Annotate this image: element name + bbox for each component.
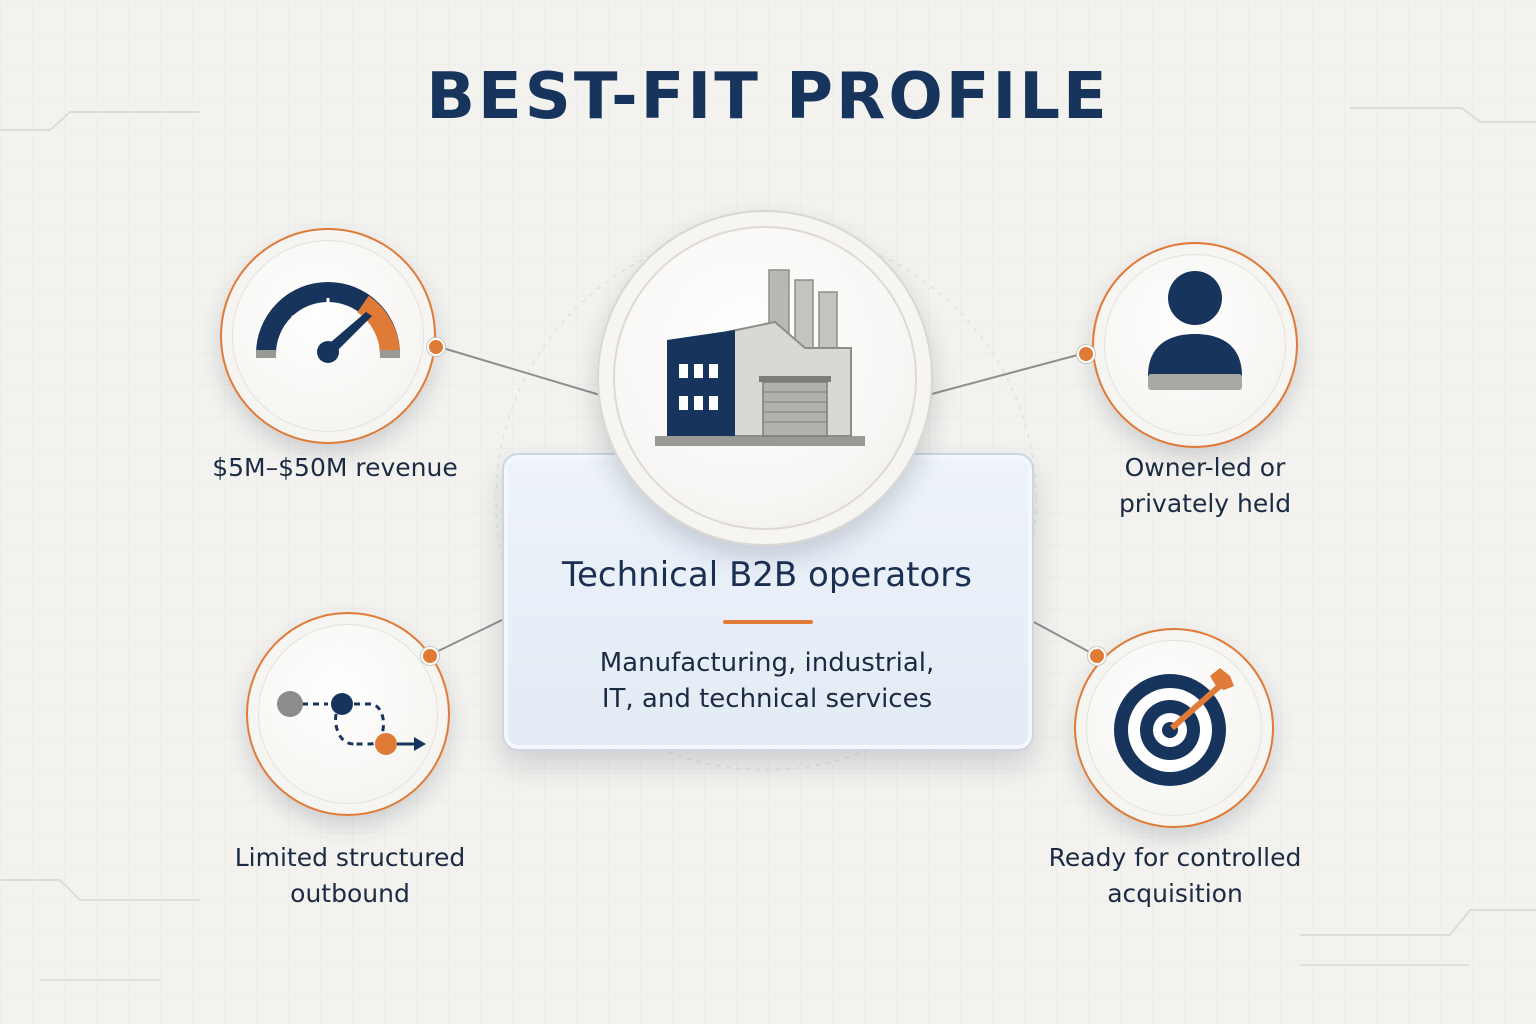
ownership-connector-dot — [1077, 345, 1095, 363]
center-subtitle-line-2: IT, and technical services — [601, 684, 933, 714]
center-title: Technical B2B operators — [562, 555, 972, 595]
person-icon — [1148, 271, 1242, 390]
ownership-label-line-2: privately held — [1118, 489, 1292, 518]
ownership-label-line-1: Owner-led or — [1124, 453, 1286, 482]
page-title: BEST-FIT PROFILE — [426, 60, 1110, 134]
acquisition-label-line-2: acquisition — [1107, 879, 1243, 908]
acquisition-connector-dot — [1088, 647, 1106, 665]
connector-ownership — [927, 352, 1086, 396]
revenue-connector-dot — [427, 338, 445, 356]
outbound-label-line-2: outbound — [290, 879, 410, 908]
outbound-label: Limited structured outbound — [190, 840, 510, 912]
center-subtitle: Manufacturing, industrial, IT, and techn… — [502, 645, 1032, 717]
acquisition-label-line-1: Ready for controlled — [1048, 843, 1302, 872]
acquisition-label: Ready for controlled acquisition — [1010, 840, 1340, 912]
connector-revenue — [435, 345, 601, 396]
target-icon — [1114, 668, 1234, 786]
center-title-underline — [723, 620, 813, 624]
connector-acquisition — [1029, 619, 1096, 656]
outbound-label-line-1: Limited structured — [234, 843, 466, 872]
acquisition-node — [1074, 628, 1274, 828]
revenue-label-line-1: $5M–$50M revenue — [212, 453, 458, 482]
center-icon-badge — [597, 210, 933, 546]
revenue-label: $5M–$50M revenue — [160, 450, 510, 486]
workflow-path-icon — [277, 691, 426, 755]
outbound-connector-dot — [421, 647, 439, 665]
ownership-label: Owner-led or privately held — [1060, 450, 1350, 522]
ownership-node — [1092, 242, 1298, 448]
outbound-node — [246, 612, 450, 816]
factory-icon — [655, 269, 865, 446]
gauge-icon — [256, 282, 400, 363]
center-subtitle-line-1: Manufacturing, industrial, — [599, 648, 935, 678]
connector-outbound — [429, 619, 503, 656]
revenue-node — [220, 228, 436, 444]
